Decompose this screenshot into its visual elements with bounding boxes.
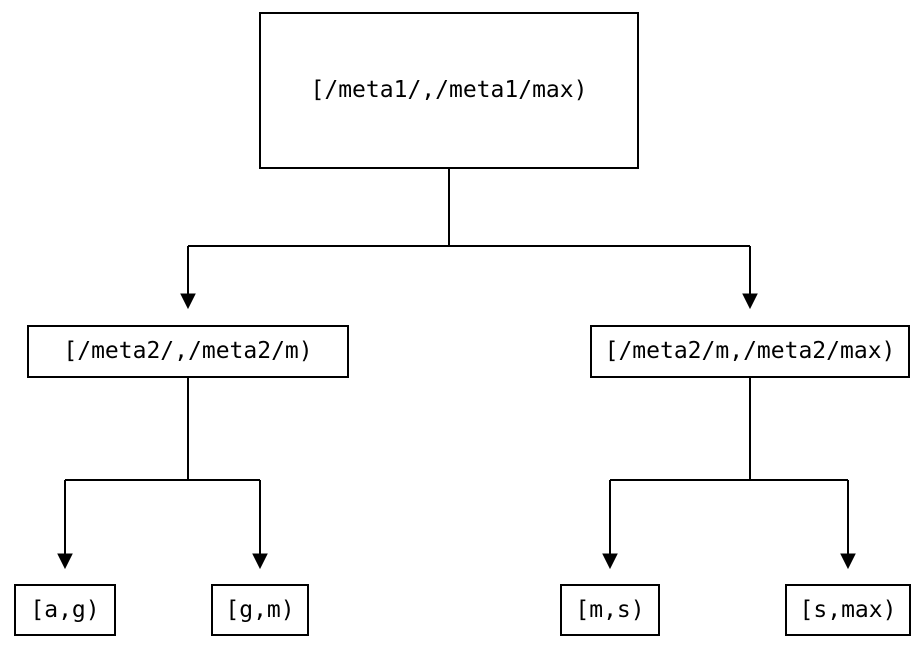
- node-meta2-left-interval: [/meta2/,/meta2/m): [27, 325, 349, 378]
- node-leaf-ms: [m,s): [560, 584, 660, 636]
- arrowhead-icon: [602, 553, 618, 570]
- node-label: [/meta1/,/meta1/max): [310, 77, 588, 103]
- node-meta2-right-interval: [/meta2/m,/meta2/max): [590, 325, 910, 378]
- arrowhead-icon: [252, 553, 268, 570]
- node-root-interval: [/meta1/,/meta1/max): [259, 12, 639, 169]
- node-label: [/meta2/,/meta2/m): [63, 338, 313, 364]
- node-leaf-smax: [s,max): [785, 584, 911, 636]
- arrowhead-icon: [840, 553, 856, 570]
- arrowhead-icon: [57, 553, 73, 570]
- node-leaf-gm: [g,m): [211, 584, 309, 636]
- arrowhead-icon: [742, 293, 758, 310]
- node-label: [m,s): [575, 596, 645, 623]
- node-label: [/meta2/m,/meta2/max): [604, 338, 896, 364]
- arrowhead-icon: [180, 293, 196, 310]
- node-label: [a,g): [30, 596, 100, 623]
- node-label: [g,m): [225, 596, 295, 623]
- node-leaf-ag: [a,g): [14, 584, 116, 636]
- node-label: [s,max): [799, 596, 897, 623]
